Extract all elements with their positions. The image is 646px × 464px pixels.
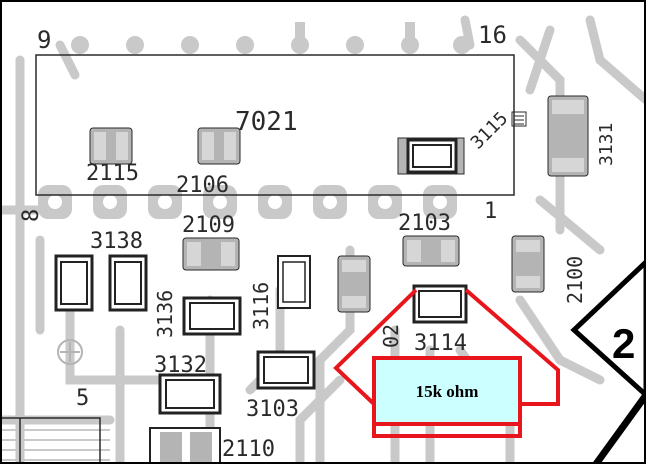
label-2109: 2109 xyxy=(182,213,235,238)
label-3131: 3131 xyxy=(596,123,617,166)
misc-features xyxy=(0,339,101,464)
label-1: 1 xyxy=(484,199,497,224)
label-3132: 3132 xyxy=(154,353,207,378)
smd-pad-details xyxy=(94,100,584,308)
callout-text: 15k ohm xyxy=(416,382,479,401)
label-5: 5 xyxy=(76,386,89,411)
label-7021: 7021 xyxy=(235,107,298,137)
section-marker-2: 2 xyxy=(570,258,646,464)
label-3114: 3114 xyxy=(414,331,467,356)
label-2103: 2103 xyxy=(398,211,451,236)
label-2110: 2110 xyxy=(222,437,275,462)
component-3115 xyxy=(511,111,527,127)
callout-box xyxy=(372,356,522,426)
dark-components xyxy=(54,137,468,464)
label-16: 16 xyxy=(478,21,507,49)
label-9: 9 xyxy=(37,26,51,54)
marker-2-label: 2 xyxy=(612,320,635,367)
label-2100: 2100 xyxy=(563,256,587,304)
label-02: 02 xyxy=(379,324,403,348)
ic-pins-top xyxy=(71,22,471,54)
ic-pins-bottom xyxy=(38,185,457,219)
label-3116: 3116 xyxy=(249,282,273,330)
label-2106: 2106 xyxy=(176,173,229,198)
resistor-callout: 15k ohm xyxy=(333,288,560,438)
label-3103: 3103 xyxy=(246,397,299,422)
bottom-trace-lines xyxy=(0,429,110,461)
label-3136: 3136 xyxy=(153,290,177,338)
callout-pointer-outline xyxy=(333,288,560,438)
label-3138: 3138 xyxy=(90,229,143,254)
label-8: 8 xyxy=(19,209,44,222)
label-2115: 2115 xyxy=(86,161,139,186)
ic-7021-outline xyxy=(35,54,515,196)
